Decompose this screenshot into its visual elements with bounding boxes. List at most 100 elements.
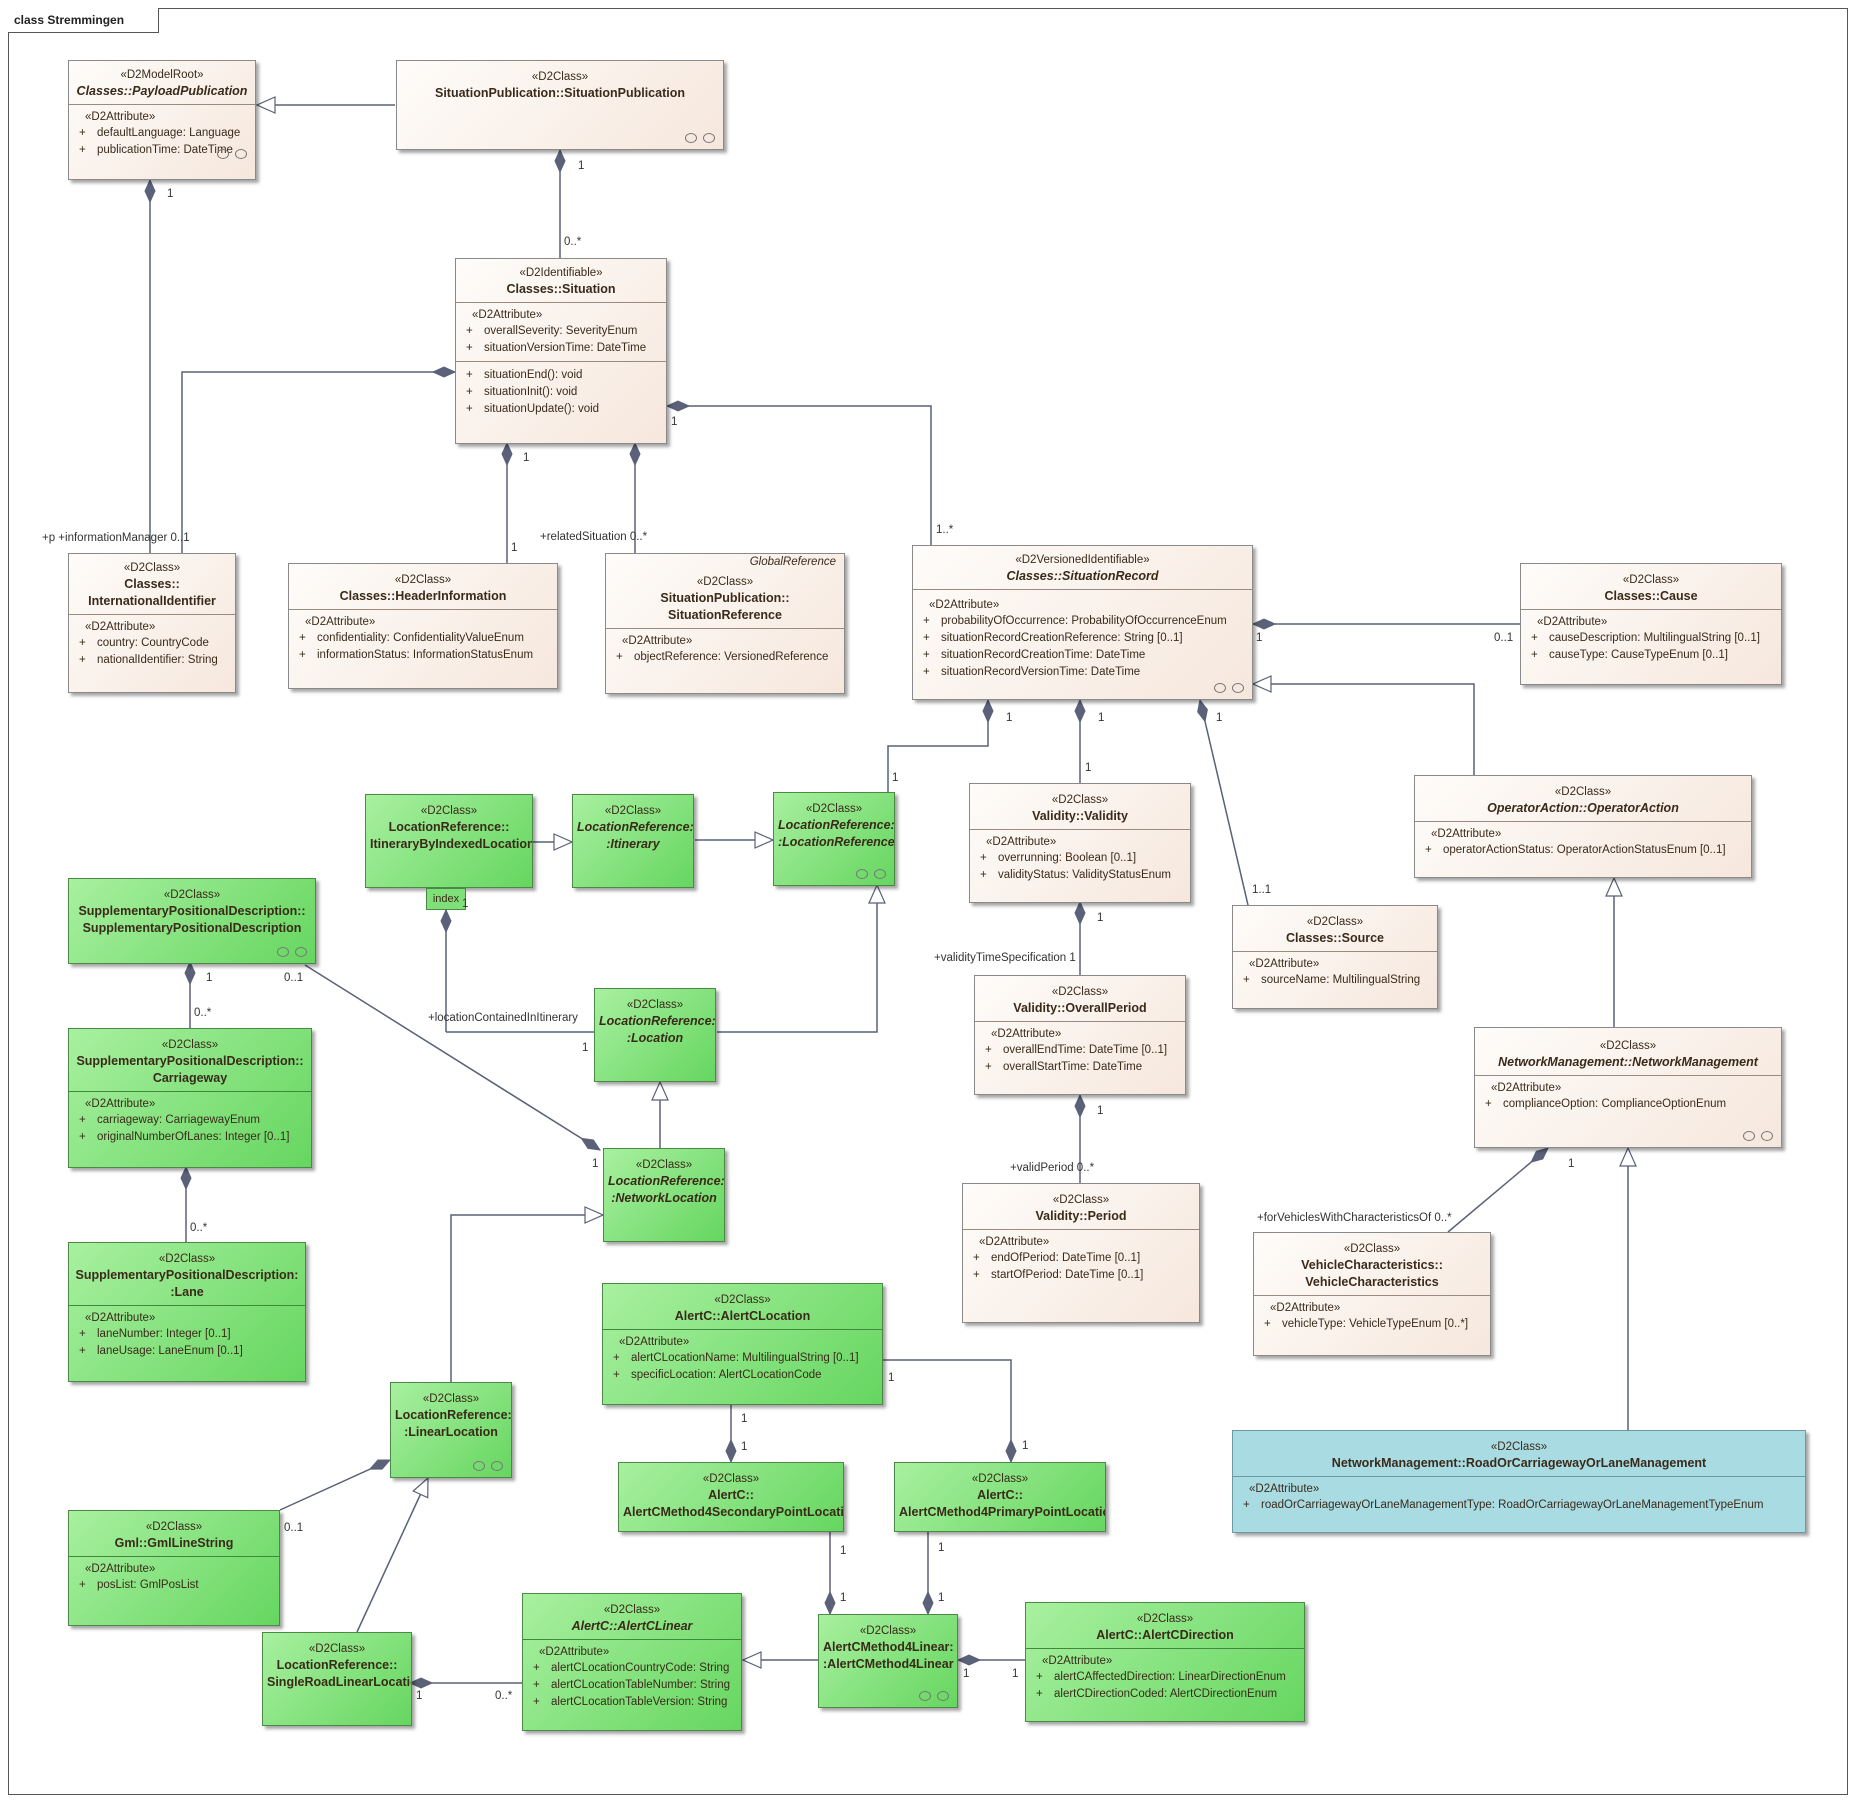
class-network-management[interactable]: «D2Class» NetworkManagement::NetworkMana…: [1474, 1027, 1782, 1148]
stereotype: «D2ModelRoot»: [120, 69, 204, 81]
class-alertc-method4-primary-point-location[interactable]: «D2Class» AlertC:: AlertCMethod4PrimaryP…: [894, 1462, 1106, 1532]
compartment-title: «D2Attribute»: [85, 1563, 156, 1575]
attribute-row: +alertCLocationTableNumber: String: [533, 1679, 730, 1691]
compartment-title: «D2Attribute»: [85, 1312, 156, 1324]
multiplicity-label: 0..1: [1494, 632, 1514, 644]
class-name: SupplementaryPositionalDescription::: [78, 904, 306, 918]
attribute-row: +causeDescription: MultilingualString [0…: [1531, 632, 1760, 644]
class-supplementary-positional-description[interactable]: «D2Class» SupplementaryPositionalDescrip…: [68, 878, 316, 964]
role-label: +validPeriod 0..*: [1010, 1162, 1095, 1174]
class-vehicle-characteristics[interactable]: «D2Class» VehicleCharacteristics:: Vehic…: [1253, 1232, 1491, 1356]
class-name: :Location: [626, 1031, 684, 1045]
class-name: AlertC::AlertCLinear: [571, 1619, 693, 1633]
glasses-icon: [1214, 683, 1244, 693]
compartment-title: «D2Attribute»: [1249, 1483, 1320, 1495]
compartment-title: «D2Attribute»: [619, 1336, 690, 1348]
multiplicity-label: 1: [1568, 1158, 1575, 1170]
stereotype: «D2Class»: [1599, 1040, 1657, 1052]
edge-comp-record-source: [1200, 700, 1249, 906]
class-linear-location[interactable]: «D2Class» LocationReference: :LinearLoca…: [390, 1382, 512, 1478]
glasses-icon: [277, 947, 307, 957]
class-name: Validity::Validity: [1032, 809, 1128, 823]
edge-gen-linear-netloc: [450, 1215, 603, 1382]
class-payload-publication[interactable]: «D2ModelRoot» Classes::PayloadPublicatio…: [68, 60, 256, 180]
class-name: :LinearLocation: [404, 1425, 498, 1439]
class-network-location[interactable]: «D2Class» LocationReference: :NetworkLoc…: [603, 1148, 725, 1242]
class-single-road-linear-location[interactable]: «D2Class» LocationReference:: SingleRoad…: [262, 1632, 412, 1726]
multiplicity-label: 1: [938, 1542, 945, 1554]
class-overall-period[interactable]: «D2Class» Validity::OverallPeriod «D2Att…: [974, 975, 1186, 1095]
compartment-title: «D2Attribute»: [1270, 1302, 1341, 1314]
stereotype: «D2Class»: [123, 562, 181, 574]
class-location-reference[interactable]: «D2Class» LocationReference: :LocationRe…: [773, 792, 895, 886]
glasses-icon: [217, 149, 247, 159]
multiplicity-label: 1: [1006, 712, 1013, 724]
class-itinerary[interactable]: «D2Class» LocationReference: :Itinerary: [572, 794, 694, 888]
attribute-row: +roadOrCarriagewayOrLaneManagementType: …: [1243, 1499, 1764, 1511]
multiplicity-label: 1: [963, 1668, 970, 1680]
class-alertc-direction[interactable]: «D2Class» AlertC::AlertCDirection «D2Att…: [1025, 1602, 1305, 1722]
class-validity[interactable]: «D2Class» Validity::Validity «D2Attribut…: [969, 783, 1191, 903]
class-alertc-method4-secondary-point-location[interactable]: «D2Class» AlertC:: AlertCMethod4Secondar…: [618, 1462, 844, 1532]
class-name: SupplementaryPositionalDescription::: [76, 1054, 304, 1068]
attribute-row: +objectReference: VersionedReference: [616, 651, 829, 663]
class-situation-record[interactable]: «D2VersionedIdentifiable» Classes::Situa…: [912, 545, 1253, 700]
class-name: ItineraryByIndexedLocations: [370, 837, 533, 851]
attribute-row: +causeType: CauseTypeEnum [0..1]: [1531, 649, 1728, 661]
stereotype: «D2Class»: [714, 1294, 771, 1306]
class-carriageway[interactable]: «D2Class» SupplementaryPositionalDescrip…: [68, 1028, 312, 1168]
attribute-row: +defaultLanguage: Language: [79, 127, 241, 139]
multiplicity-label: 1: [741, 1413, 748, 1425]
tagged-value: GlobalReference: [749, 556, 836, 568]
class-situation-publication[interactable]: «D2Class» SituationPublication::Situatio…: [396, 60, 724, 150]
multiplicity-label: 0..1: [284, 1522, 304, 1534]
class-alertc-location[interactable]: «D2Class» AlertC::AlertCLocation «D2Attr…: [602, 1283, 883, 1405]
class-situation[interactable]: «D2Identifiable» Classes::Situation «D2A…: [455, 258, 667, 444]
class-name: SituationPublication::: [660, 591, 790, 605]
stereotype: «D2Class»: [422, 1393, 480, 1405]
multiplicity-label: 1: [592, 1158, 599, 1170]
class-name: VehicleCharacteristics::: [1301, 1258, 1443, 1272]
stereotype: «D2Class»: [394, 574, 452, 586]
class-gml-line-string[interactable]: «D2Class» Gml::GmlLineString «D2Attribut…: [68, 1510, 280, 1626]
class-name: VehicleCharacteristics: [1305, 1275, 1439, 1289]
role-label: +forVehiclesWithCharacteristicsOf 0..*: [1257, 1212, 1452, 1224]
multiplicity-label: 1: [511, 542, 518, 554]
class-lane[interactable]: «D2Class» SupplementaryPositionalDescrip…: [68, 1242, 306, 1382]
multiplicity-label: 1..1: [1252, 884, 1272, 896]
attribute-row: +confidentiality: ConfidentialityValueEn…: [299, 632, 524, 644]
class-alertc-method4-linear[interactable]: «D2Class» AlertCMethod4Linear: :AlertCMe…: [818, 1614, 958, 1708]
class-alertc-linear[interactable]: «D2Class» AlertC::AlertCLinear «D2Attrib…: [522, 1593, 742, 1731]
class-header-information[interactable]: «D2Class» Classes::HeaderInformation «D2…: [288, 563, 558, 689]
attribute-row: +situationRecordCreationReference: Strin…: [923, 632, 1183, 644]
class-name: LocationReference::: [388, 820, 510, 834]
class-name: Classes::PayloadPublication: [76, 84, 248, 98]
stereotype: «D2Class»: [1622, 574, 1680, 586]
stereotype: «D2VersionedIdentifiable»: [1015, 554, 1150, 566]
class-international-identifier[interactable]: «D2Class» Classes:: InternationalIdentif…: [68, 553, 236, 693]
class-name: AlertC::AlertCLocation: [674, 1309, 811, 1323]
class-location[interactable]: «D2Class» LocationReference: :Location: [594, 988, 716, 1082]
class-cause[interactable]: «D2Class» Classes::Cause «D2Attribute» +…: [1520, 563, 1782, 685]
attribute-row: +alertCLocationTableVersion: String: [533, 1696, 728, 1708]
class-operator-action[interactable]: «D2Class» OperatorAction::OperatorAction…: [1414, 775, 1752, 878]
class-name: LocationReference:: [778, 818, 895, 832]
class-period[interactable]: «D2Class» Validity::Period «D2Attribute»…: [962, 1183, 1200, 1323]
class-name: AlertCMethod4SecondaryPointLocation: [623, 1505, 844, 1519]
class-name: Classes::Source: [1286, 931, 1384, 945]
qualifier-index: index: [426, 888, 466, 910]
glasses-icon: [919, 1691, 949, 1701]
compartment-title: «D2Attribute»: [622, 635, 693, 647]
multiplicity-label: 1: [167, 188, 174, 200]
class-road-or-carriageway-or-lane-management[interactable]: «D2Class» NetworkManagement::RoadOrCarri…: [1232, 1430, 1806, 1533]
stereotype: «D2Class»: [158, 1253, 216, 1265]
class-name: SupplementaryPositionalDescription: [82, 921, 302, 935]
stereotype: «D2Class»: [531, 71, 589, 83]
attribute-row: +overallStartTime: DateTime: [985, 1061, 1143, 1073]
class-situation-reference[interactable]: GlobalReference «D2Class» SituationPubli…: [605, 553, 845, 694]
class-source[interactable]: «D2Class» Classes::Source «D2Attribute» …: [1232, 905, 1438, 1009]
class-itinerary-by-indexed-locations[interactable]: «D2Class» LocationReference:: ItineraryB…: [365, 794, 533, 888]
class-name: Classes::Situation: [506, 282, 616, 296]
class-name: :LocationReference: [778, 835, 895, 849]
stereotype: «D2Class»: [420, 805, 478, 817]
